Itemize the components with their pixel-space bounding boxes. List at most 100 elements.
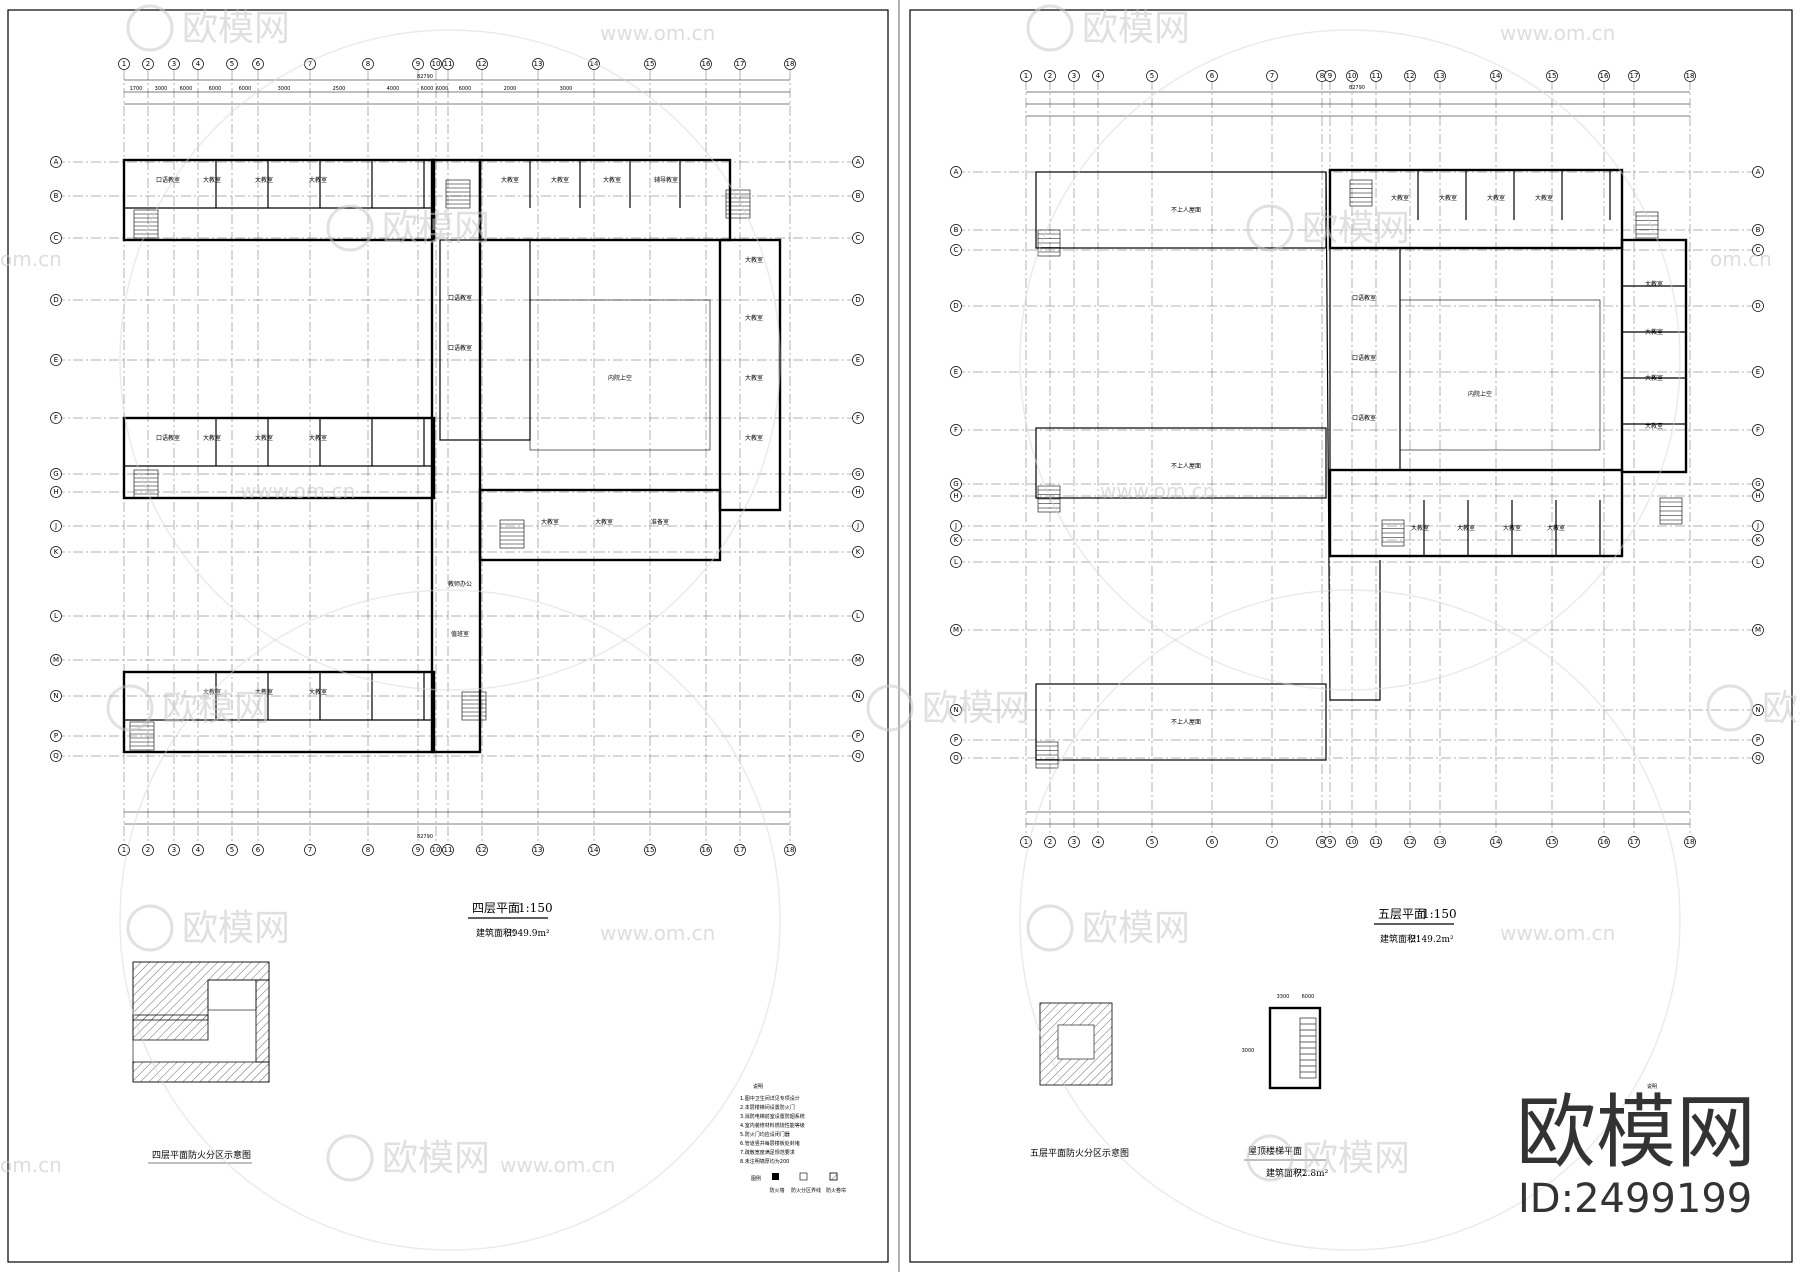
left-row-bubble-right-12-label: M	[855, 656, 861, 664]
left-plan-scale: 1:150	[518, 901, 553, 915]
watermark-emblem-5	[106, 684, 154, 732]
right-floor-plan: 1122334455667788991010111112121313141415…	[950, 70, 1764, 848]
left-bottom-dimension: 82790	[417, 834, 433, 840]
left-col-bubble-bottom-16-label: 16	[702, 846, 711, 854]
right-col-bubble-top-12-label: 12	[1406, 72, 1415, 80]
stair-area-value: 72.8m²	[1296, 1169, 1329, 1179]
left-bay-dim-4: 6000	[209, 86, 222, 92]
left-row-bubble-right-6-label: F	[856, 414, 860, 422]
left-row-bubble-left-11	[50, 610, 62, 622]
left-room-label-12: 口语教室	[156, 434, 180, 442]
watermark-brand-9: 欧模网	[1082, 908, 1190, 949]
watermark-url-3: www.om.cn	[600, 921, 715, 945]
left-col-bubble-top-1	[118, 58, 130, 70]
left-row-bubble-right-11	[852, 610, 864, 622]
right-row-bubble-right-7-label: G	[1755, 480, 1760, 488]
right-row-bubble-right-5	[1752, 366, 1764, 378]
right-north-block	[1328, 168, 1624, 250]
right-col-bubble-bottom-5	[1146, 836, 1158, 848]
left-legend-line-1: 1.图中卫生间详见专项设计	[740, 1095, 800, 1102]
left-bay-dim-11: 6000	[459, 86, 472, 92]
right-row-bubble-right-4	[1752, 300, 1764, 312]
left-col-bubble-top-10	[430, 58, 442, 70]
left-row-bubble-right-7	[852, 468, 864, 480]
right-plan-title: 五层平面	[1378, 907, 1426, 921]
right-row-bubble-left-15-label: Q	[953, 754, 959, 762]
left-col-bubble-bottom-2	[142, 844, 154, 856]
roof-stair-plan: 3300 6000 3000	[1242, 994, 1322, 1090]
right-row-bubble-left-10	[950, 534, 962, 546]
left-room-label-19: 大教室	[745, 256, 763, 264]
left-row-bubble-right-3-label: C	[856, 234, 861, 242]
left-row-bubble-left-11-label: L	[54, 612, 58, 620]
svg-text:防火墙: 防火墙	[769, 1187, 784, 1194]
watermark-url-2: www.om.cn	[1500, 21, 1615, 45]
left-wing-1	[122, 158, 436, 242]
left-legend-line-6: 6.管道竖井每层楼板处封堵	[740, 1140, 800, 1147]
svg-text:说明: 说明	[753, 1083, 763, 1090]
right-row-bubble-left-9	[950, 520, 962, 532]
right-row-bubble-right-12-label: M	[1755, 626, 1761, 634]
right-col-bubble-top-12	[1404, 70, 1416, 82]
right-row-bubble-right-1	[1752, 166, 1764, 178]
right-col-bubble-top-9-label: 9	[1328, 72, 1332, 80]
right-row-bubble-left-4	[950, 300, 962, 312]
right-col-bubble-top-2-label: 2	[1048, 72, 1052, 80]
left-col-bubble-bottom-5-label: 5	[230, 846, 234, 854]
left-row-bubble-right-14-label: P	[856, 732, 860, 740]
right-row-bubble-left-6-label: F	[954, 426, 958, 434]
left-row-bubble-left-6	[50, 412, 62, 424]
right-col-bubble-bottom-3-label: 3	[1072, 838, 1076, 846]
left-row-bubble-right-15	[852, 750, 864, 762]
right-row-bubble-right-3-label: C	[1756, 246, 1761, 254]
watermark-emblem-11	[1246, 1134, 1294, 1182]
stair-plan-title: 屋顶楼梯平面	[1248, 1145, 1302, 1157]
left-col-bubble-bottom-3-label: 3	[172, 846, 176, 854]
left-row-bubble-left-2	[50, 190, 62, 202]
left-row-bubble-left-4-label: D	[53, 296, 58, 304]
left-east-north	[478, 158, 732, 242]
right-col-bubble-top-15-label: 15	[1548, 72, 1557, 80]
right-col-bubble-bottom-8-label: 8	[1320, 838, 1324, 846]
right-col-bubble-top-14	[1490, 70, 1502, 82]
right-row-bubble-right-6-label: F	[1756, 426, 1760, 434]
watermark-brand-10: 欧模网	[382, 1138, 490, 1179]
right-col-bubble-top-7	[1266, 70, 1278, 82]
right-col-bubble-top-6	[1206, 70, 1218, 82]
left-room-label-23: 大教室	[541, 518, 559, 526]
right-row-bubble-right-8	[1752, 490, 1764, 502]
right-row-bubble-left-2-label: B	[954, 226, 959, 234]
left-legend-line-4: 4.室内装修材料燃烧性能等级	[740, 1122, 805, 1129]
right-col-bubble-top-17	[1628, 70, 1640, 82]
right-stair-2	[1037, 485, 1061, 513]
right-stair-4	[1349, 179, 1373, 207]
left-fire-zone-diagram	[132, 961, 270, 1083]
right-col-bubble-bottom-4-label: 4	[1096, 838, 1101, 846]
right-top-dimension: 82790	[1349, 85, 1365, 91]
right-col-bubble-bottom-6	[1206, 836, 1218, 848]
left-east-south	[478, 488, 722, 562]
left-col-bubble-top-9-label: 9	[416, 60, 420, 68]
right-row-bubble-left-13	[950, 704, 962, 716]
right-col-bubble-top-10-label: 10	[1348, 72, 1357, 80]
left-col-bubble-bottom-3	[168, 844, 180, 856]
left-sheet-border	[7, 9, 889, 1263]
left-stair-4	[445, 179, 471, 209]
left-atrium	[529, 299, 711, 451]
left-room-label-11: 大教室	[309, 434, 327, 442]
left-col-bubble-top-11-label: 11	[444, 60, 453, 68]
left-spine	[430, 158, 482, 754]
right-row-bubble-left-3-label: C	[954, 246, 959, 254]
left-room-label-3: 大教室	[309, 176, 327, 184]
left-col-bubble-top-12	[476, 58, 488, 70]
right-row-bubble-right-14	[1752, 734, 1764, 746]
right-col-bubble-top-14-label: 14	[1492, 72, 1501, 80]
right-row-bubble-right-5-label: E	[1756, 368, 1760, 376]
right-stair-6	[1659, 497, 1683, 525]
left-col-bubble-top-13-label: 13	[534, 60, 543, 68]
right-col-bubble-bottom-16	[1598, 836, 1610, 848]
right-row-bubble-right-9-label: J	[1756, 522, 1759, 530]
left-room-label-27: 值班室	[451, 630, 469, 638]
left-col-bubble-top-8	[362, 58, 374, 70]
